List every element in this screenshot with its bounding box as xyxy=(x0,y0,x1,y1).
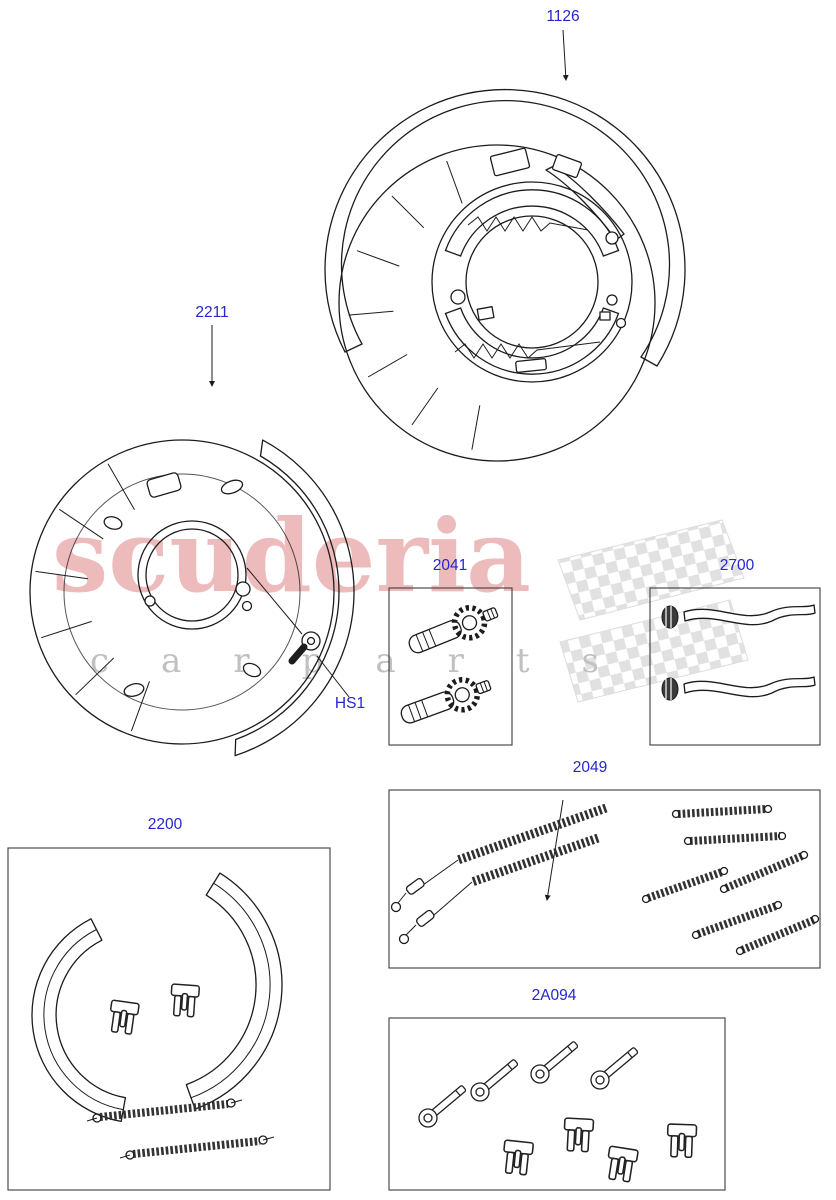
part-hs1-screw xyxy=(288,631,350,698)
callout-2049[interactable]: 2049 xyxy=(572,759,608,776)
part-box-2041-adjusters xyxy=(388,587,513,746)
part-1126-backplate-assembly xyxy=(324,29,686,462)
part-2211-dust-shield xyxy=(29,325,355,757)
callout-2041[interactable]: 2041 xyxy=(432,557,468,574)
callout-2700[interactable]: 2700 xyxy=(719,557,755,574)
part-box-2049-cables-springs xyxy=(388,789,821,969)
part-box-2700-levers xyxy=(649,587,821,746)
callout-2211[interactable]: 2211 xyxy=(195,304,229,321)
callout-2200[interactable]: 2200 xyxy=(147,816,183,833)
part-box-2200-brake-shoes xyxy=(7,847,331,1191)
part-box-2a094-hardware xyxy=(388,1017,726,1191)
callout-1126[interactable]: 1126 xyxy=(546,8,580,25)
callout-2a094[interactable]: 2A094 xyxy=(531,987,577,1004)
callout-hs1[interactable]: HS1 xyxy=(334,695,366,712)
